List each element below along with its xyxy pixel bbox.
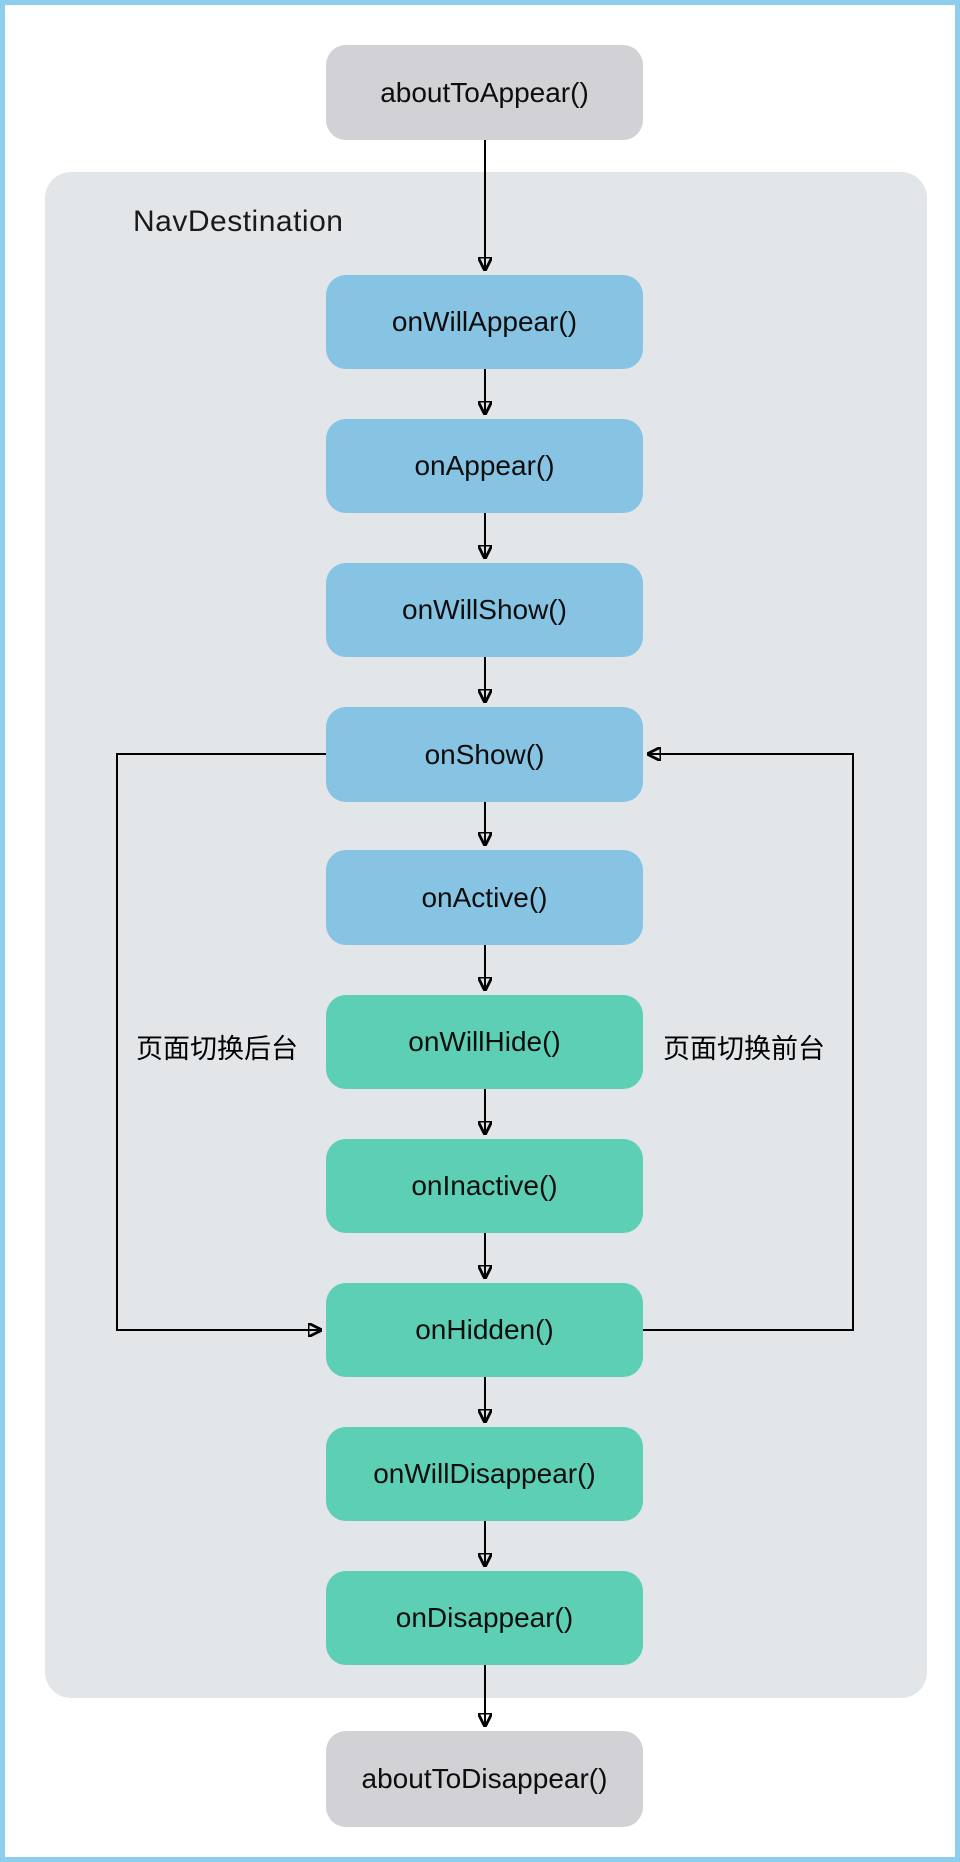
node-label: onWillHide() [408, 1026, 561, 1057]
node-onWillHide: onWillHide() [326, 995, 643, 1089]
node-onActive: onActive() [326, 850, 643, 945]
node-label: aboutToAppear() [380, 76, 589, 108]
node-label: onInactive() [411, 1170, 558, 1201]
node-onInactive: onInactive() [326, 1139, 643, 1233]
node-onWillAppear: onWillAppear() [326, 275, 643, 369]
node-onAppear: onAppear() [326, 419, 643, 513]
container-title: NavDestination [133, 205, 344, 238]
loop-label-foreground: 页面切换前台 [663, 1034, 825, 1064]
node-label: onWillShow() [402, 594, 567, 625]
node-aboutToDisappear: aboutToDisappear() [326, 1731, 643, 1827]
node-label: aboutToDisappear() [361, 1763, 608, 1794]
loop-label-background: 页面切换后台 [136, 1034, 298, 1064]
node-label: onWillDisappear() [373, 1458, 596, 1489]
node-onHidden: onHidden() [326, 1283, 643, 1377]
node-label: onDisappear() [395, 1602, 574, 1633]
node-aboutToAppear: aboutToAppear() [326, 45, 643, 140]
node-onShow: onShow() [326, 707, 643, 802]
node-onWillDisappear: onWillDisappear() [326, 1427, 643, 1521]
node-onWillShow: onWillShow() [326, 563, 643, 657]
node-label: onAppear() [414, 450, 555, 481]
node-label: onActive() [421, 881, 548, 913]
node-onDisappear: onDisappear() [326, 1571, 643, 1665]
node-label: onWillAppear() [391, 306, 578, 337]
node-label: onHidden() [415, 1314, 554, 1345]
node-label: onShow() [424, 738, 545, 770]
